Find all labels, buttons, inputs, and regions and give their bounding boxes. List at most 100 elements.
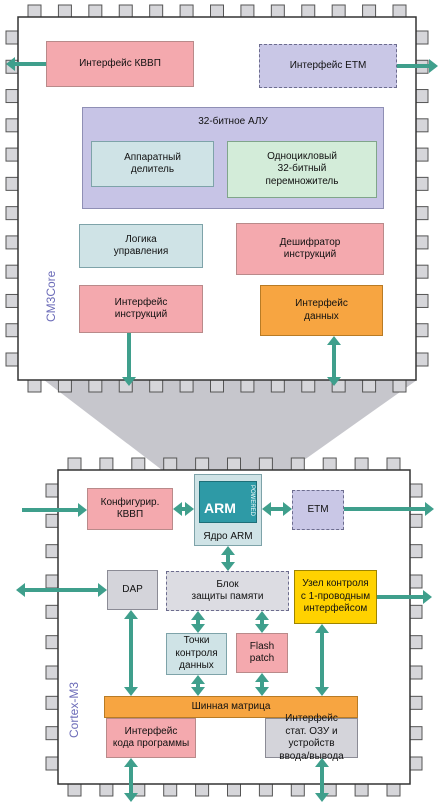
top-chip-pin bbox=[210, 4, 224, 19]
mpu-flash-arrow bbox=[255, 611, 269, 633]
bottom-chip-pin bbox=[386, 782, 401, 797]
bottom-chip-pin bbox=[258, 457, 273, 472]
arm-core-box: ARM POWERED Ядро ARM bbox=[194, 474, 262, 546]
top-chip-pin bbox=[414, 235, 429, 250]
arm-core-label: Ядро ARM bbox=[203, 530, 253, 542]
mpu-bp-arrow bbox=[191, 611, 205, 633]
jtag-out-arrow bbox=[6, 57, 46, 71]
onewire-out-arrow bbox=[377, 590, 432, 604]
top-chip-pin bbox=[414, 206, 429, 221]
instruction-interface-box: Интерфейс инструкций bbox=[79, 285, 203, 333]
bottom-chip-pin bbox=[163, 782, 178, 797]
bottom-chip-pin bbox=[408, 695, 423, 710]
top-chip-pin bbox=[57, 4, 72, 19]
jtag-interface-box: Интерфейс КВВП bbox=[46, 41, 194, 87]
bottom-chip-pin bbox=[45, 665, 60, 680]
etm-out-arrow-bottom bbox=[344, 502, 434, 516]
bottom-chip-pin bbox=[45, 574, 60, 589]
flash-bus-arrow bbox=[255, 673, 269, 696]
top-chip-pin bbox=[5, 352, 20, 367]
arm-logo-sub: POWERED bbox=[249, 485, 255, 517]
bottom-chip-pin bbox=[354, 457, 369, 472]
bp-bus-arrow bbox=[191, 675, 205, 696]
bottom-chip-pin bbox=[227, 782, 241, 797]
bottom-chip-pin bbox=[290, 782, 305, 797]
top-chip-pin bbox=[5, 293, 20, 308]
arm-logo-text: ARM bbox=[204, 500, 236, 516]
bottom-chip-pin bbox=[163, 457, 178, 472]
dap-box: DAP bbox=[107, 570, 158, 610]
bottom-chip-pin bbox=[386, 457, 401, 472]
top-chip-pin bbox=[5, 264, 20, 279]
bottom-chip-pin bbox=[45, 604, 60, 619]
bottom-chip-pin bbox=[354, 782, 369, 797]
top-chip-pin bbox=[27, 4, 42, 19]
etm-interface-box: Интерфейс ETM bbox=[259, 44, 397, 88]
bottom-chip-pin bbox=[408, 604, 423, 619]
top-chip-pin bbox=[414, 352, 429, 367]
sram-io-interface-box: Интерфейс стат. ОЗУ и устройств ввода/вы… bbox=[265, 713, 358, 762]
bottom-chip-pin bbox=[408, 665, 423, 680]
bottom-chip-pin bbox=[45, 756, 60, 771]
instruction-decoder-box: Дешифратор инструкций bbox=[236, 223, 384, 275]
top-chip-pin bbox=[179, 378, 194, 393]
core-mpu-arrow bbox=[221, 546, 235, 571]
top-chip-pin bbox=[331, 4, 346, 19]
top-chip-pin bbox=[27, 378, 42, 393]
bottom-chip-pin bbox=[408, 726, 423, 741]
dap-bus-arrow bbox=[124, 610, 138, 696]
top-chip-pin bbox=[5, 118, 20, 133]
bottom-chip-pin bbox=[408, 483, 423, 498]
bottom-chip-pin bbox=[408, 635, 423, 650]
cm3core-label: CM3Core bbox=[44, 270, 58, 322]
bus-matrix-box: Шинная матрица bbox=[104, 696, 358, 718]
breakpoints-box: Точки контроля данных bbox=[166, 633, 227, 675]
top-chip-pin bbox=[414, 176, 429, 191]
one-wire-box: Узел контроля с 1-проводным интерфейсом bbox=[294, 570, 377, 624]
core-etm-arrow bbox=[262, 502, 292, 516]
top-chip-pin bbox=[88, 4, 103, 19]
top-chip-pin bbox=[414, 323, 429, 338]
mpu-box: Блок защиты памяти bbox=[166, 571, 289, 611]
bottom-chip-pin bbox=[45, 483, 60, 498]
data-interface-box: Интерфейс данных bbox=[260, 285, 383, 336]
top-chip-pin bbox=[362, 4, 377, 19]
bottom-chip-pin bbox=[408, 544, 423, 559]
code-out-arrow bbox=[124, 758, 138, 802]
top-chip-pin bbox=[88, 378, 103, 393]
bottom-chip-pin bbox=[45, 726, 60, 741]
top-chip-pin bbox=[414, 30, 429, 45]
top-chip-pin bbox=[5, 323, 20, 338]
top-chip-pin bbox=[149, 4, 164, 19]
top-chip-pin bbox=[301, 4, 316, 19]
top-chip-pin bbox=[149, 378, 164, 393]
config-in-arrow bbox=[22, 503, 87, 517]
sram-out-arrow bbox=[315, 758, 329, 802]
bottom-chip-pin bbox=[67, 457, 82, 472]
bottom-chip-pin bbox=[45, 635, 60, 650]
zoom-funnel bbox=[44, 380, 417, 470]
flash-patch-box: Flash patch bbox=[236, 633, 288, 673]
bottom-chip-pin bbox=[131, 457, 146, 472]
top-chip-pin bbox=[5, 176, 20, 191]
bottom-chip-pin bbox=[195, 457, 210, 472]
bottom-chip-pin bbox=[45, 513, 60, 528]
bottom-chip-pin bbox=[408, 513, 423, 528]
top-chip-pin bbox=[179, 4, 194, 19]
etm-out-arrow bbox=[397, 59, 438, 73]
hw-divider-box: Аппаратный делитель bbox=[91, 141, 214, 187]
top-chip-pin bbox=[414, 118, 429, 133]
dap-out-arrow bbox=[16, 583, 107, 597]
bottom-chip-pin bbox=[322, 457, 337, 472]
arm-powered-logo: ARM POWERED bbox=[199, 481, 257, 523]
top-chip-pin bbox=[240, 4, 255, 19]
top-chip-pin bbox=[5, 89, 20, 104]
top-chip-pin bbox=[414, 293, 429, 308]
config-core-arrow bbox=[173, 502, 194, 516]
top-chip-pin bbox=[301, 378, 316, 393]
top-chip-pin bbox=[5, 147, 20, 162]
bottom-chip-pin bbox=[99, 457, 114, 472]
cortex-m3-label: Cortex-M3 bbox=[67, 681, 81, 738]
bottom-chip-pin bbox=[290, 457, 305, 472]
bottom-chip-pin bbox=[408, 574, 423, 589]
